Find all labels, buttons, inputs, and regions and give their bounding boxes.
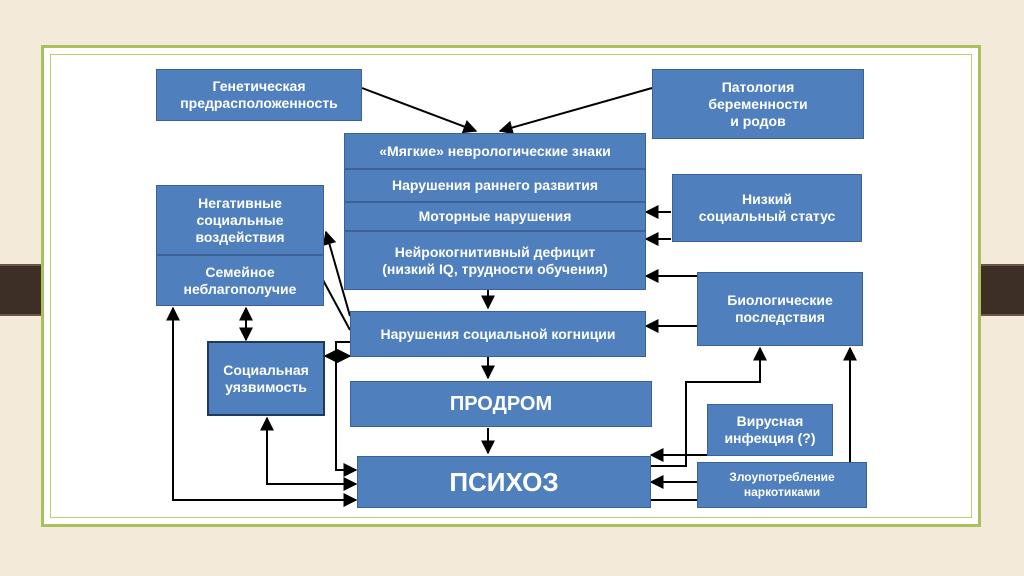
genetic-predisposition-box: Генетическая предрасположенность — [156, 69, 362, 121]
psychosis-box: ПСИХОЗ — [357, 456, 651, 508]
arrow-vulnerability-psychosis — [260, 416, 358, 491]
negative-social-box: Негативные социальные воздействия — [156, 185, 324, 255]
soft-neuro-signs-box: «Мягкие» неврологические знаки — [344, 133, 646, 169]
arrow-genetic-to-stack — [361, 87, 478, 134]
neurocognitive-deficit-box: Нейрокогнитивный дефицит (низкий IQ, тру… — [344, 231, 646, 290]
social-cognition-box: Нарушения социальной когниции — [350, 311, 646, 357]
pregnancy-pathology-box: Патология беременности и родов — [652, 69, 864, 139]
arrow-pathology-to-stack — [498, 87, 653, 135]
family-dysfunction-box: Семейное неблагополучие — [156, 255, 324, 306]
drug-abuse-box: Злоупотребление наркотиками — [697, 462, 867, 508]
arrow-negative-cognition — [322, 230, 351, 317]
bio-consequences-box: Биологические последствия — [697, 272, 863, 346]
prodrome-box: ПРОДРОМ — [350, 381, 652, 427]
arrow-cognition-psychosis — [335, 341, 358, 477]
motor-disorders-box: Моторные нарушения — [344, 202, 646, 231]
arrow-family-psychosis — [166, 306, 358, 507]
low-social-status-box: Низкий социальный статус — [672, 174, 862, 242]
early-development-box: Нарушения раннего развития — [344, 169, 646, 202]
viral-infection-box: Вирусная инфекция (?) — [707, 404, 833, 456]
social-vulnerability-box: Социальная уязвимость — [207, 341, 325, 416]
arrow-psychosis-bio-1 — [651, 346, 767, 467]
